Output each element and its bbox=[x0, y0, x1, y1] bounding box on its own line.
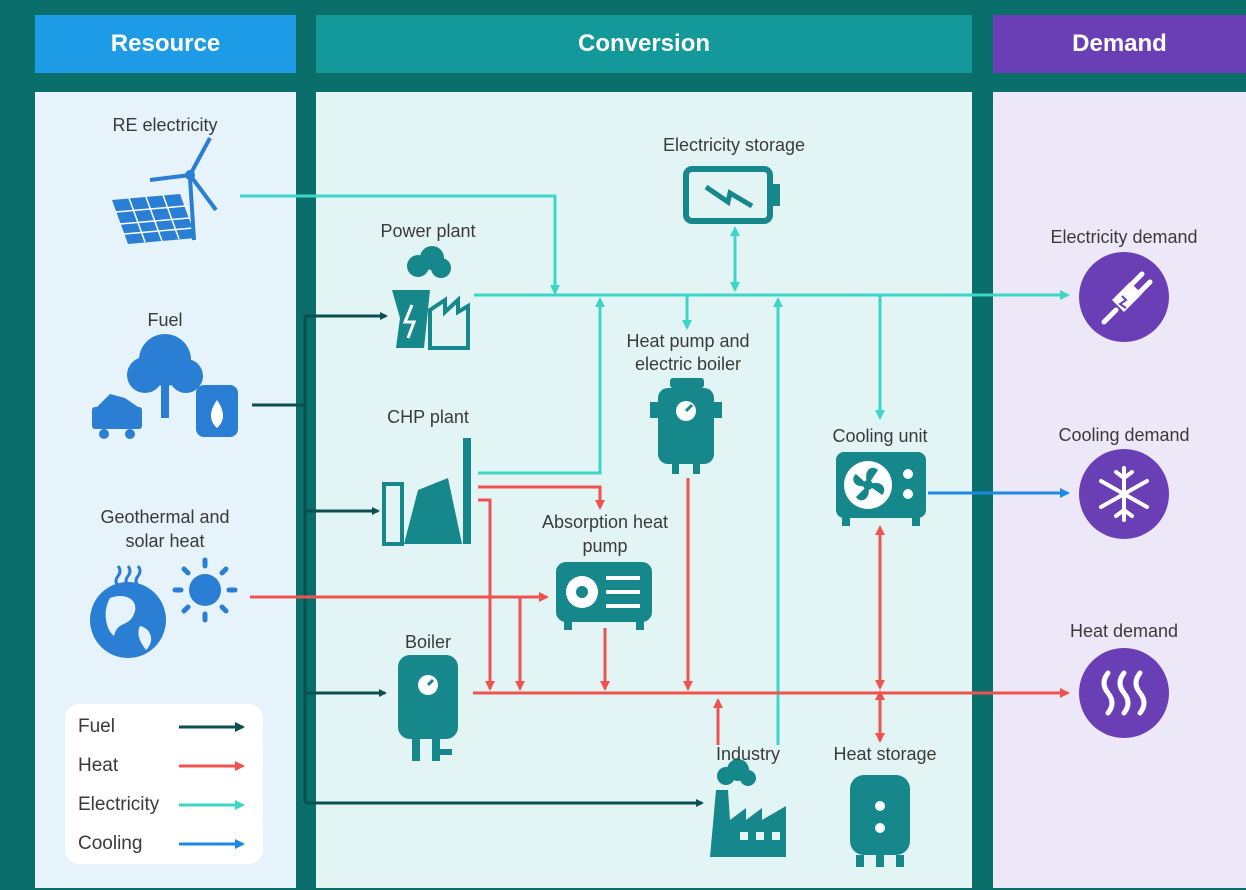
battery-icon bbox=[683, 166, 780, 224]
absorption-label-2: pump bbox=[582, 536, 628, 556]
industry-icon bbox=[710, 759, 786, 857]
electricity-flows bbox=[240, 194, 1070, 745]
legend-electricity-label: Electricity bbox=[78, 794, 160, 815]
industry-label: Industry bbox=[715, 744, 781, 764]
heat-demand-icon bbox=[1079, 648, 1169, 738]
power-plant-label: Power plant bbox=[380, 221, 476, 241]
re-electricity-label: RE electricity bbox=[112, 115, 218, 135]
cooling-demand-label: Cooling demand bbox=[1058, 425, 1190, 445]
heat-flows bbox=[250, 478, 1070, 745]
electricity-demand-icon bbox=[1079, 252, 1169, 342]
geo-solar-label-2: solar heat bbox=[125, 531, 205, 551]
chp-heat-down bbox=[478, 498, 495, 691]
legend: Fuel Heat Electricity Cooling bbox=[65, 704, 263, 864]
heat-pump-label-2: electric boiler bbox=[634, 354, 742, 374]
boiler-icon bbox=[398, 655, 458, 761]
chp-elec-line bbox=[478, 297, 605, 475]
chp-to-absorption bbox=[478, 485, 605, 510]
legend-arrows bbox=[179, 722, 245, 849]
chp-plant-icon bbox=[382, 438, 471, 546]
legend-heat-label: Heat bbox=[78, 755, 119, 776]
re-elec-line bbox=[240, 194, 560, 295]
electricity-demand-label: Electricity demand bbox=[1050, 227, 1198, 247]
fuel-label: Fuel bbox=[147, 310, 183, 330]
cooling-unit-label: Cooling unit bbox=[832, 426, 928, 446]
resource-header: Resource bbox=[35, 15, 296, 73]
power-plant-icon bbox=[392, 246, 470, 350]
geo-solar-label-1: Geothermal and bbox=[100, 507, 230, 527]
legend-fuel-label: Fuel bbox=[78, 716, 115, 737]
cooling-demand-icon bbox=[1079, 449, 1169, 539]
chp-plant-label: CHP plant bbox=[387, 407, 469, 427]
fuel-icon bbox=[92, 334, 238, 439]
boiler-label: Boiler bbox=[404, 632, 452, 652]
fuel-flows bbox=[252, 312, 704, 807]
conversion-header: Conversion bbox=[316, 15, 972, 73]
absorption-heat-pump-icon bbox=[556, 562, 652, 630]
legend-cooling-label: Cooling bbox=[78, 833, 143, 854]
heat-demand-label: Heat demand bbox=[1069, 621, 1179, 641]
geothermal-solar-icon bbox=[90, 557, 238, 658]
absorption-label-1: Absorption heat bbox=[541, 512, 669, 532]
heat-storage-label: Heat storage bbox=[833, 744, 937, 764]
heat-pump-label-1: Heat pump and bbox=[626, 331, 750, 351]
re-electricity-icon bbox=[112, 137, 218, 244]
electricity-storage-label: Electricity storage bbox=[662, 135, 806, 155]
demand-header: Demand bbox=[993, 15, 1246, 73]
heat-pump-icon bbox=[650, 378, 722, 474]
heat-storage-icon bbox=[850, 775, 910, 867]
cooling-unit-icon bbox=[836, 452, 926, 526]
